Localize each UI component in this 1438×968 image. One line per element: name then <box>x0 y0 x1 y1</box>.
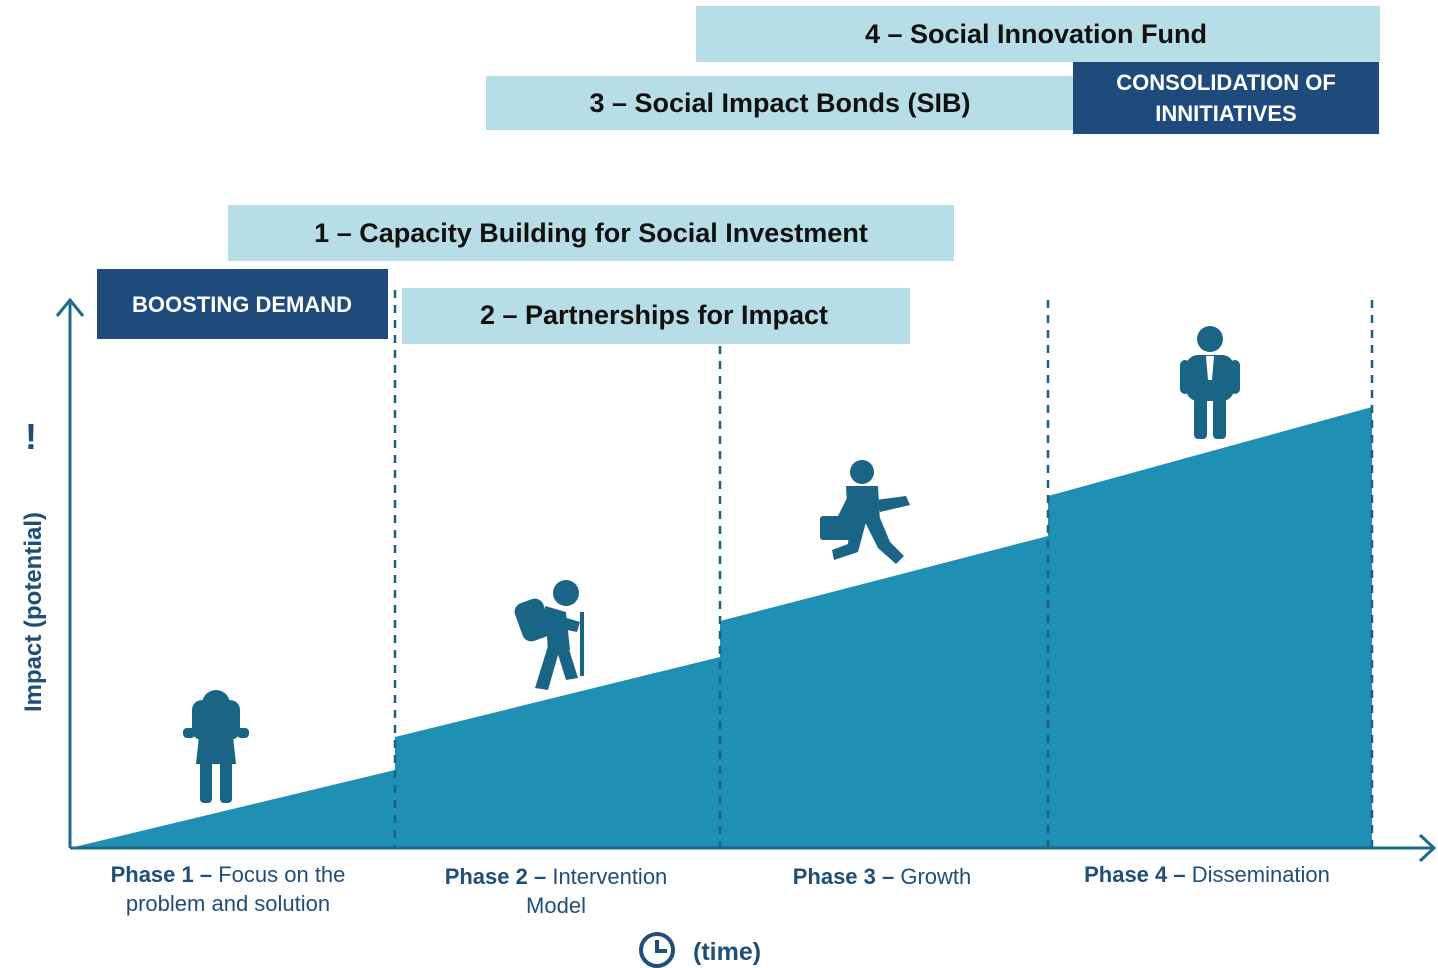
social-impact-bonds-bar <box>486 76 1076 130</box>
phase-1-label: Phase 1 – Focus on the <box>111 862 346 887</box>
y-axis-label: Impact (potential) <box>20 512 47 712</box>
impact-area <box>70 407 1372 848</box>
phase-1-label-line2: problem and solution <box>126 891 330 916</box>
running-businessman-icon <box>820 460 910 564</box>
social-impact-bonds-label: 3 – Social Impact Bonds (SIB) <box>589 88 970 118</box>
phase-2-label-line2: Model <box>526 893 586 918</box>
social-innovation-fund-label: 4 – Social Innovation Fund <box>865 19 1207 49</box>
clock-icon <box>639 932 675 968</box>
phase-3-label: Phase 3 – Growth <box>793 864 972 889</box>
capacity-building-bar <box>228 205 954 261</box>
partnerships-label: 2 – Partnerships for Impact <box>480 300 828 330</box>
hiker-with-stick-icon <box>514 580 584 690</box>
phase-2-label: Phase 2 – Intervention <box>445 864 668 889</box>
capacity-building-label: 1 – Capacity Building for Social Investm… <box>314 218 868 248</box>
x-axis <box>70 833 1437 863</box>
social-innovation-fund-bar <box>696 6 1380 62</box>
x-axis-label: (time) <box>693 938 761 966</box>
exclamation-mark: ! <box>25 416 37 457</box>
y-axis <box>55 297 85 848</box>
consolidation-label-line1: CONSOLIDATION OF <box>1116 70 1336 95</box>
boosting-demand-box <box>97 269 388 339</box>
boosting-demand-label: BOOSTING DEMAND <box>132 292 352 317</box>
consolidation-label-line2: INNITIATIVES <box>1155 101 1296 126</box>
consolidation-box <box>1073 62 1379 134</box>
child-with-backpack-icon <box>183 690 249 803</box>
partnerships-bar <box>402 288 910 344</box>
phase-4-label: Phase 4 – Dissemination <box>1084 862 1330 887</box>
standing-businessman-icon <box>1180 326 1240 439</box>
